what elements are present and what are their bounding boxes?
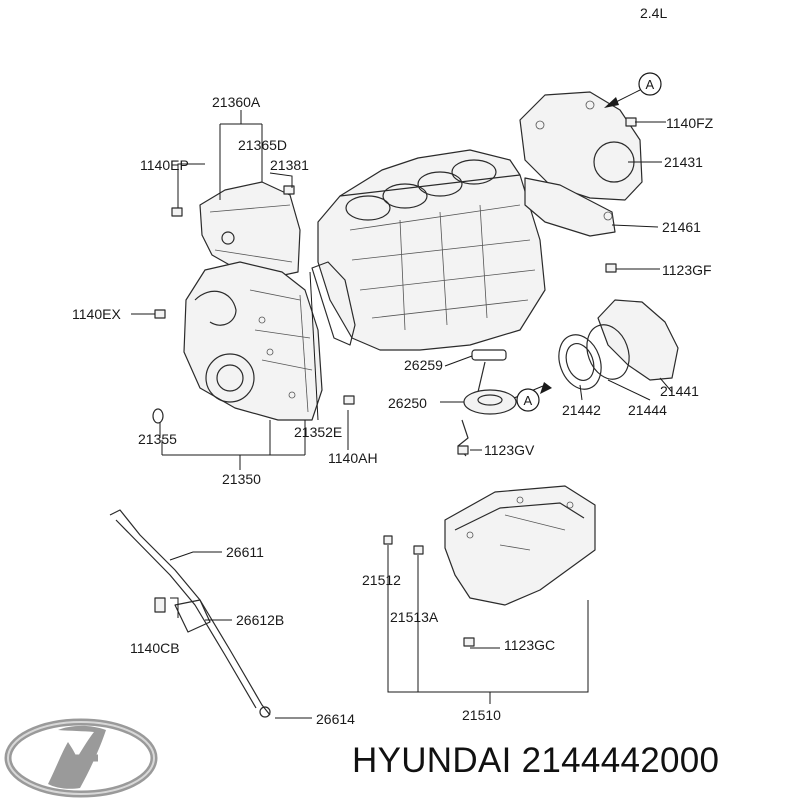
callout-a-middle: A — [516, 388, 540, 412]
part-label-21355: 21355 — [138, 431, 177, 447]
dipstick-drawing — [109, 509, 271, 718]
part-label-1123GV: 1123GV — [484, 442, 535, 458]
part-label-21441: 21441 — [660, 383, 699, 399]
svg-text:A: A — [646, 77, 655, 92]
part-label-21461: 21461 — [662, 219, 701, 235]
brand-part-number-text: HYUNDAI 2144442000 — [352, 741, 720, 780]
part-label-21444: 21444 — [628, 402, 667, 418]
callout-arrows — [513, 89, 641, 399]
oil-seal-case-drawing — [558, 299, 679, 390]
part-label-21381: 21381 — [270, 157, 309, 173]
timing-cover-upper-drawing — [199, 181, 301, 279]
part-label-21513A: 21513A — [390, 609, 439, 625]
part-label-21352E: 21352E — [294, 424, 342, 440]
part-label-1140EP: 1140EP — [140, 157, 189, 173]
part-label-21365D: 21365D — [238, 137, 287, 153]
oil-pan-drawing — [444, 485, 596, 606]
callout-a-top: A — [638, 72, 662, 96]
part-label-1123GC: 1123GC — [504, 637, 555, 653]
part-label-1140EX: 1140EX — [72, 306, 121, 322]
part-label-1140CB: 1140CB — [130, 640, 180, 656]
fastener-bolts-drawing — [152, 117, 637, 647]
oil-strainer-drawing — [457, 349, 517, 457]
part-label-21360A: 21360A — [212, 94, 261, 110]
part-label-21512: 21512 — [362, 572, 401, 588]
hyundai-logo — [4, 718, 158, 798]
part-label-1123GF: 1123GF — [662, 262, 712, 278]
rear-plate-drawing — [519, 91, 643, 201]
svg-text:A: A — [524, 393, 533, 408]
part-label-26611: 26611 — [226, 544, 264, 560]
part-label-21510: 21510 — [462, 707, 501, 723]
part-label-26259: 26259 — [404, 357, 443, 373]
part-label-21442: 21442 — [562, 402, 601, 418]
timing-cover-gasket-drawing — [299, 261, 356, 413]
rear-cover-plate-drawing — [524, 177, 616, 237]
engine-block-drawing — [317, 149, 546, 351]
part-label-21350: 21350 — [222, 471, 261, 487]
engine-variant-label: 2.4L — [640, 5, 667, 21]
leader-lines — [131, 110, 673, 719]
part-label-1140AH: 1140AH — [328, 450, 378, 466]
part-label-26614: 26614 — [316, 711, 355, 727]
part-label-21431: 21431 — [664, 154, 703, 170]
part-label-26612B: 26612B — [236, 612, 284, 628]
part-label-1140FZ: 1140FZ — [666, 115, 714, 131]
part-label-26250: 26250 — [388, 395, 427, 411]
timing-cover-lower-drawing — [183, 261, 323, 421]
